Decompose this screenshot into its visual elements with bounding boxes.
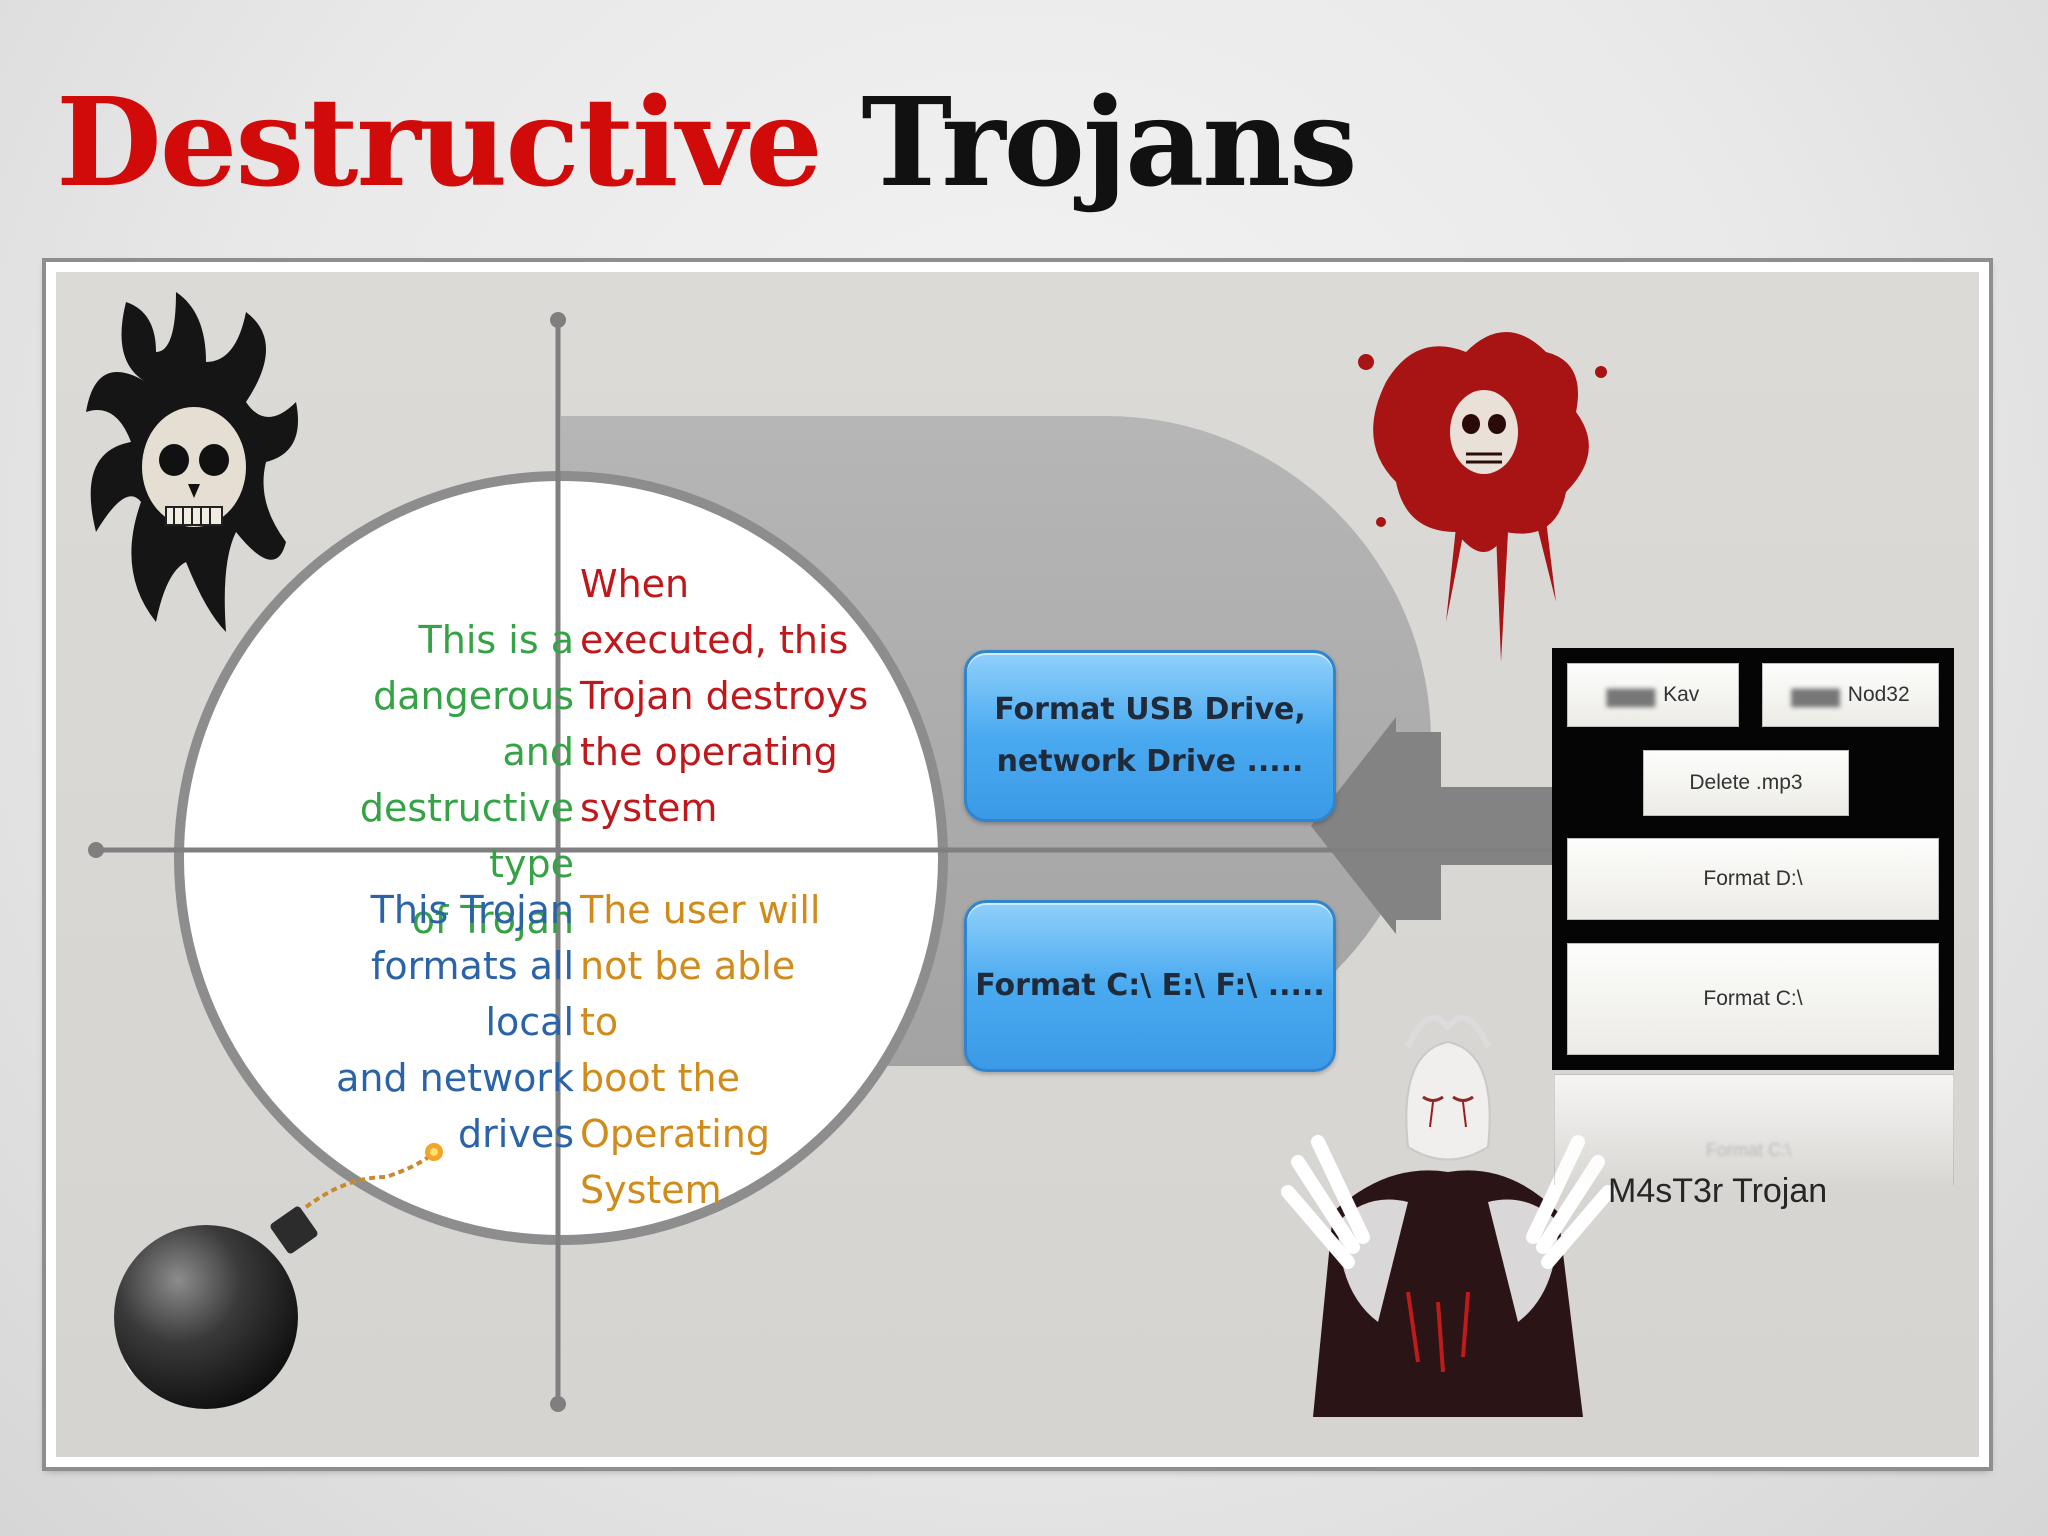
quadrant-line: Operating: [580, 1112, 770, 1156]
tool-reflection: [1554, 1074, 1954, 1185]
quadrant-line: drives: [458, 1112, 574, 1156]
quadrant-top-right: When executed, this Trojan destroys the …: [580, 556, 870, 836]
blurred-word: ▆▆▆: [1606, 683, 1656, 707]
page-title: Destructive Trojans: [56, 70, 1358, 214]
action-line: Format USB Drive,: [994, 692, 1306, 727]
quadrant-circle: [174, 471, 948, 1245]
quadrant-line: of Trojan: [411, 898, 574, 942]
kill-nod32-button[interactable]: ▆▆▆ Nod32: [1762, 663, 1939, 727]
title-word-destructive: Destructive: [56, 70, 823, 214]
blood-splatter-skull-icon: [1358, 332, 1607, 662]
quadrant-line: system: [580, 786, 718, 830]
quadrant-line: This is a: [418, 618, 574, 662]
crying-figure-icon: [1281, 1015, 1615, 1417]
axis-end-top: [550, 312, 566, 328]
trojan-tool-window: ▆▆▆ Kav ▆▆▆ Nod32 Delete .mp3 Format D:\…: [1552, 648, 1954, 1070]
quadrant-bottom-right: The user will not be able to boot the Op…: [580, 882, 840, 1218]
quadrant-line: and network: [336, 1056, 574, 1100]
action-line: Format C:\ E:\ F:\ .....: [975, 968, 1325, 1003]
format-d-button[interactable]: Format D:\: [1567, 838, 1939, 920]
quadrant-line: The user will: [580, 888, 821, 932]
quadrant-line: Trojan destroys: [580, 674, 869, 718]
action-line: network Drive .....: [996, 744, 1304, 779]
format-drives-box: Format C:\ E:\ F:\ .....: [964, 900, 1336, 1072]
delete-mp3-button[interactable]: Delete .mp3: [1643, 750, 1849, 816]
quadrant-line: executed, this: [580, 618, 849, 662]
quadrant-line: dangerous and: [373, 674, 574, 774]
quadrant-line: This Trojan: [370, 888, 574, 932]
tribal-skull-icon: [86, 292, 298, 632]
content-frame: This is a dangerous and destructive type…: [42, 258, 1993, 1471]
left-arrow-shape: [1311, 717, 1441, 934]
quadrant-line: When: [580, 562, 690, 606]
quadrant-bottom-left: This Trojan formats all local and networ…: [284, 882, 574, 1162]
bomb-icon: [114, 1143, 443, 1409]
kill-kav-button[interactable]: ▆▆▆ Kav: [1567, 663, 1739, 727]
quadrant-top-left: This is a dangerous and destructive type…: [304, 612, 574, 948]
quadrant-line: the operating: [580, 730, 838, 774]
tool-caption: M4sT3r Trojan: [1608, 1172, 1828, 1210]
format-c-button[interactable]: Format C:\: [1567, 943, 1939, 1055]
blurred-word: ▆▆▆: [1791, 683, 1840, 707]
quadrant-line: not be able to: [580, 944, 796, 1044]
title-word-trojans: Trojans: [861, 70, 1357, 214]
axis-end-left: [88, 842, 104, 858]
quadrant-line: formats all local: [370, 944, 574, 1044]
quadrant-line: boot the: [580, 1056, 740, 1100]
kav-label: Kav: [1663, 683, 1700, 706]
axis-end-bottom: [550, 1396, 566, 1412]
arrow-shaft: [1441, 787, 1556, 865]
reflection-label: Format C:\: [1706, 1140, 1792, 1160]
diagram-graphic: [86, 292, 1615, 1417]
nod32-label: Nod32: [1847, 683, 1910, 706]
quadrant-line: destructive type: [359, 786, 574, 886]
format-usb-drive-box: Format USB Drive, network Drive .....: [964, 650, 1336, 822]
quadrant-line: System: [580, 1168, 722, 1212]
